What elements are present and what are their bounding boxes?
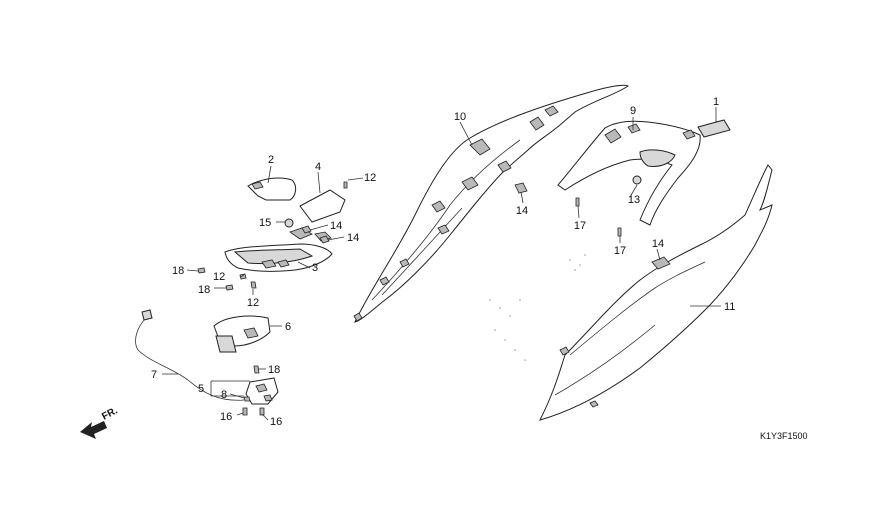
callout-12b: 12: [213, 271, 225, 283]
direction-label: FR.: [100, 405, 120, 422]
part-10-body-cover: [353, 84, 629, 323]
faint-outline-dots: [489, 254, 586, 361]
callout-13: 13: [628, 194, 640, 206]
callout-18c: 18: [268, 364, 280, 376]
callout-2: 2: [268, 154, 274, 166]
callout-12a: 12: [364, 172, 376, 184]
callout-14a: 14: [516, 205, 528, 217]
callout-18a: 18: [172, 265, 184, 277]
callout-18b: 18: [198, 284, 210, 296]
callout-6: 6: [285, 321, 291, 333]
callout-14b: 14: [330, 220, 342, 232]
part-1-reflector: [697, 119, 731, 138]
callout-5: 5: [198, 383, 204, 395]
callout-7: 7: [151, 369, 157, 381]
part-9-rear-cover: [557, 120, 701, 226]
callout-9: 9: [630, 105, 636, 117]
callout-8: 8: [221, 389, 227, 401]
leader-lines: [162, 107, 721, 421]
diagram-code: K1Y3F1500: [760, 431, 808, 441]
part-3-tail-light: [224, 227, 333, 272]
part-11-side-cover: [539, 164, 773, 421]
callout-1: 1: [713, 96, 719, 108]
part-4-lid: [299, 189, 346, 223]
part-5-bracket: [245, 377, 279, 405]
callout-16a: 16: [220, 411, 232, 423]
callout-12c: 12: [247, 297, 259, 309]
callout-11: 11: [724, 301, 735, 313]
callout-10: 10: [454, 111, 466, 123]
part-2-small-cover: [247, 177, 297, 201]
callout-3: 3: [312, 262, 318, 274]
fasteners: [197, 175, 642, 416]
callout-14c: 14: [347, 232, 359, 244]
arrow-icon: [80, 421, 107, 439]
part-6-lamp-housing: [213, 315, 271, 353]
part-7-cable: [135, 309, 245, 401]
callout-16b: 16: [270, 416, 282, 428]
callout-15: 15: [259, 217, 271, 229]
callout-17a: 17: [574, 220, 586, 232]
callout-4: 4: [315, 161, 321, 173]
callout-labels: 1 2 3 4 5 6 7 8 9 10 11 12 12 12 13 14 1…: [151, 96, 735, 428]
callout-14d: 14: [652, 238, 664, 250]
front-direction-arrow: FR.: [80, 405, 120, 439]
callout-17b: 17: [614, 245, 626, 257]
